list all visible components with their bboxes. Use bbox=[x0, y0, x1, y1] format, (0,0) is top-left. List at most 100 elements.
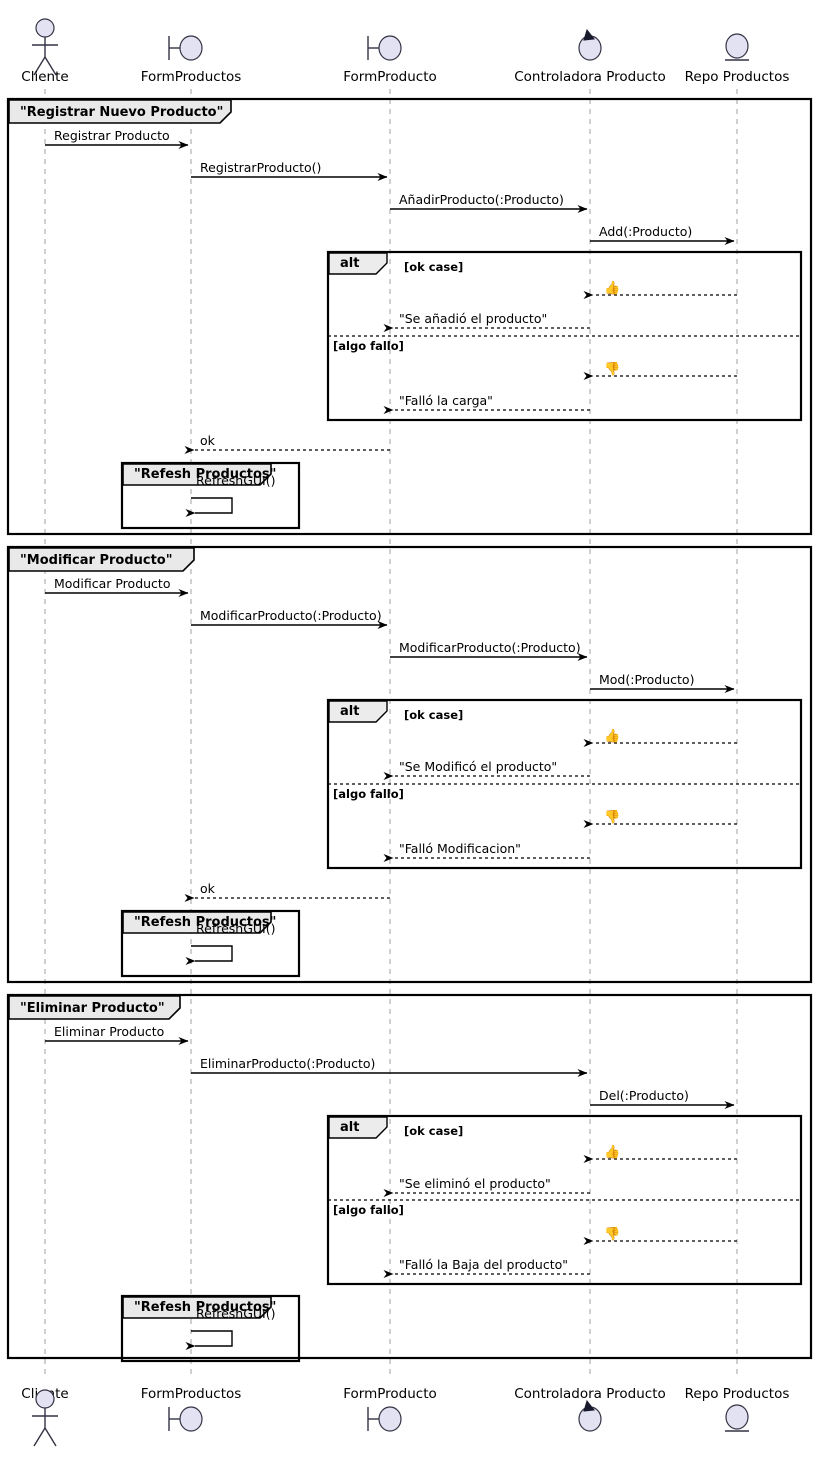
boundary-icon-circle bbox=[378, 35, 402, 61]
message-label-m9: Mod(:Producto) bbox=[599, 672, 694, 687]
actor-icon-leg-left bbox=[33, 56, 46, 76]
participant-head-formproductos[interactable]: FormProductos bbox=[141, 35, 242, 85]
alt-modificar-op-tab bbox=[328, 700, 388, 723]
alt-modificar-guard-0: [ok case] bbox=[404, 708, 463, 722]
alt-eliminar-op-label: alt bbox=[340, 1120, 359, 1135]
alt-modificar[interactable]: alt [ok case] [algo fallo] bbox=[326, 698, 803, 870]
group-modificar-title-tab bbox=[8, 547, 195, 572]
refresh-modificar-frame bbox=[120, 909, 301, 978]
alt-modificar-op-label: alt bbox=[340, 704, 359, 719]
thumbs-down-icon: 👎 bbox=[604, 1226, 620, 1242]
participant-foot-controladora[interactable]: Controladora Producto bbox=[514, 1386, 666, 1432]
alt-registrar-op-tab bbox=[328, 252, 388, 275]
boundary-icon-circle bbox=[378, 1406, 402, 1432]
group-modificar-frame bbox=[6, 545, 813, 984]
thumbs-down-icon: 👎 bbox=[604, 361, 620, 377]
alt-registrar-op-label: alt bbox=[340, 256, 359, 271]
participant-head-repo[interactable]: Repo Productos bbox=[685, 33, 790, 85]
refresh-eliminar[interactable]: "Refesh Productos"RefreshGUI() bbox=[120, 1294, 301, 1363]
alt-eliminar[interactable]: alt [ok case] [algo fallo] bbox=[326, 1114, 803, 1286]
group-eliminar-title-tab bbox=[8, 995, 181, 1020]
refresh-modificar-title-tab bbox=[122, 911, 272, 934]
participant-heads-layer: ClienteClienteFormProductosFormProductos… bbox=[21, 18, 790, 1447]
refresh-registrar-title-tab bbox=[122, 463, 272, 486]
group-registrar-title-label: "Registrar Nuevo Producto" bbox=[20, 105, 223, 120]
participant-footer-label-formproductos: FormProductos bbox=[141, 1386, 242, 1402]
participant-foot-repo[interactable]: Repo Productos bbox=[685, 1386, 790, 1432]
message-label-c4: "Falló la Baja del producto" bbox=[399, 1257, 568, 1272]
alt-eliminar-guard-0: [ok case] bbox=[404, 1124, 463, 1138]
control-icon-arrow bbox=[583, 1399, 595, 1412]
group-eliminar[interactable]: "Eliminar Producto" alt [ok case] [algo fal… bbox=[6, 993, 813, 1363]
participant-foot-formproductos[interactable]: FormProductos bbox=[141, 1386, 242, 1432]
group-registrar[interactable]: "Registrar Nuevo Producto" alt [ok case] [a… bbox=[6, 97, 813, 536]
message-label-b2: "Se Modificó el producto" bbox=[399, 759, 557, 774]
messages-layer: 👍 "Se añadió el producto" 👎 "Falló la carga… bbox=[45, 128, 737, 1278]
actor-icon-leg-left bbox=[33, 1427, 46, 1447]
alt-eliminar-guard-1: [algo fallo] bbox=[333, 1203, 404, 1217]
participant-head-cliente[interactable]: Cliente bbox=[21, 18, 69, 85]
alt-registrar-guard-0: [ok case] bbox=[404, 260, 463, 274]
participant-footer-label-repo: Repo Productos bbox=[685, 1386, 790, 1402]
self-message-label: RefreshGUI() bbox=[196, 921, 275, 936]
groups-layer: "Registrar Nuevo Producto" alt [ok case] [a… bbox=[6, 97, 813, 1363]
participant-head-controladora[interactable]: Controladora Producto bbox=[514, 28, 666, 85]
entity-icon-circle bbox=[725, 1404, 749, 1430]
refresh-registrar-frame bbox=[120, 461, 301, 530]
refresh-eliminar-frame bbox=[120, 1294, 301, 1363]
message-label-m12: EliminarProducto(:Producto) bbox=[200, 1056, 375, 1071]
group-modificar[interactable]: "Modificar Producto"alt[ok case][algo fa… bbox=[6, 545, 813, 984]
group-registrar-frame bbox=[6, 97, 813, 536]
alt-modificar-guard-1: [algo fallo] bbox=[333, 787, 404, 801]
self-message-line bbox=[185, 1330, 233, 1350]
participant-head-formproducto[interactable]: FormProducto bbox=[343, 35, 437, 85]
self-message-label: RefreshGUI() bbox=[196, 1306, 275, 1321]
thumbs-up-icon: 👍 bbox=[604, 280, 620, 296]
message-label-m4: Add(:Producto) bbox=[599, 224, 692, 239]
thumbs-down-icon: 👎 bbox=[604, 809, 620, 825]
message-label-a4: "Falló la carga" bbox=[399, 393, 493, 408]
alt-eliminar-op-tab bbox=[328, 1116, 388, 1139]
actor-icon-head bbox=[35, 18, 55, 38]
participant-footer-label-formproducto: FormProducto bbox=[343, 1386, 437, 1402]
actor-icon-leg-right bbox=[44, 1427, 57, 1447]
message-label-m8: ModificarProducto(:Producto) bbox=[399, 640, 581, 655]
alt-registrar[interactable]: alt [ok case] [algo fallo] bbox=[326, 250, 803, 422]
group-registrar-title-tab bbox=[8, 99, 232, 124]
message-label-m13: Del(:Producto) bbox=[599, 1088, 689, 1103]
message-label-m2: RegistrarProducto() bbox=[200, 160, 321, 175]
message-label-m10: ok bbox=[200, 881, 216, 896]
thumbs-up-icon: 👍 bbox=[604, 728, 620, 744]
refresh-registrar[interactable]: "Refesh Productos"RefreshGUI() bbox=[120, 461, 301, 530]
refresh-modificar[interactable]: "Refesh Productos"RefreshGUI() bbox=[120, 909, 301, 978]
message-label-m5: ok bbox=[200, 433, 216, 448]
message-label-m7: ModificarProducto(:Producto) bbox=[200, 608, 382, 623]
message-label-m11: Eliminar Producto bbox=[54, 1024, 164, 1039]
participant-foot-formproducto[interactable]: FormProducto bbox=[343, 1386, 437, 1432]
participant-footer-label-controladora: Controladora Producto bbox=[514, 1386, 666, 1402]
participant-label-formproducto: FormProducto bbox=[343, 69, 437, 85]
refresh-eliminar-title-tab bbox=[122, 1296, 272, 1319]
message-label-b4: "Falló Modificacion" bbox=[399, 841, 521, 856]
message-label-a2: "Se añadió el producto" bbox=[399, 311, 547, 326]
lifelines-layer bbox=[44, 89, 738, 1376]
boundary-icon-circle bbox=[179, 35, 203, 61]
alt-registrar-guard-1: [algo fallo] bbox=[333, 339, 404, 353]
refresh-eliminar-title-label: "Refesh Productos" bbox=[134, 1300, 276, 1315]
participant-label-formproductos: FormProductos bbox=[141, 69, 242, 85]
message-label-m6: Modificar Producto bbox=[54, 576, 170, 591]
participant-foot-cliente[interactable]: Cliente bbox=[21, 1386, 69, 1447]
boundary-icon-circle bbox=[179, 1406, 203, 1432]
self-message-line bbox=[185, 497, 233, 517]
refresh-modificar-title-label: "Refesh Productos" bbox=[134, 915, 276, 930]
self-message-line bbox=[185, 945, 233, 965]
actor-icon-leg-right bbox=[44, 56, 57, 76]
message-label-m3: AñadirProducto(:Producto) bbox=[399, 192, 564, 207]
group-eliminar-frame bbox=[6, 993, 813, 1360]
group-eliminar-title-label: "Eliminar Producto" bbox=[20, 1001, 165, 1016]
participant-label-cliente: Cliente bbox=[21, 69, 68, 85]
entity-icon-circle bbox=[725, 33, 749, 59]
actor-icon-head bbox=[35, 1389, 55, 1409]
